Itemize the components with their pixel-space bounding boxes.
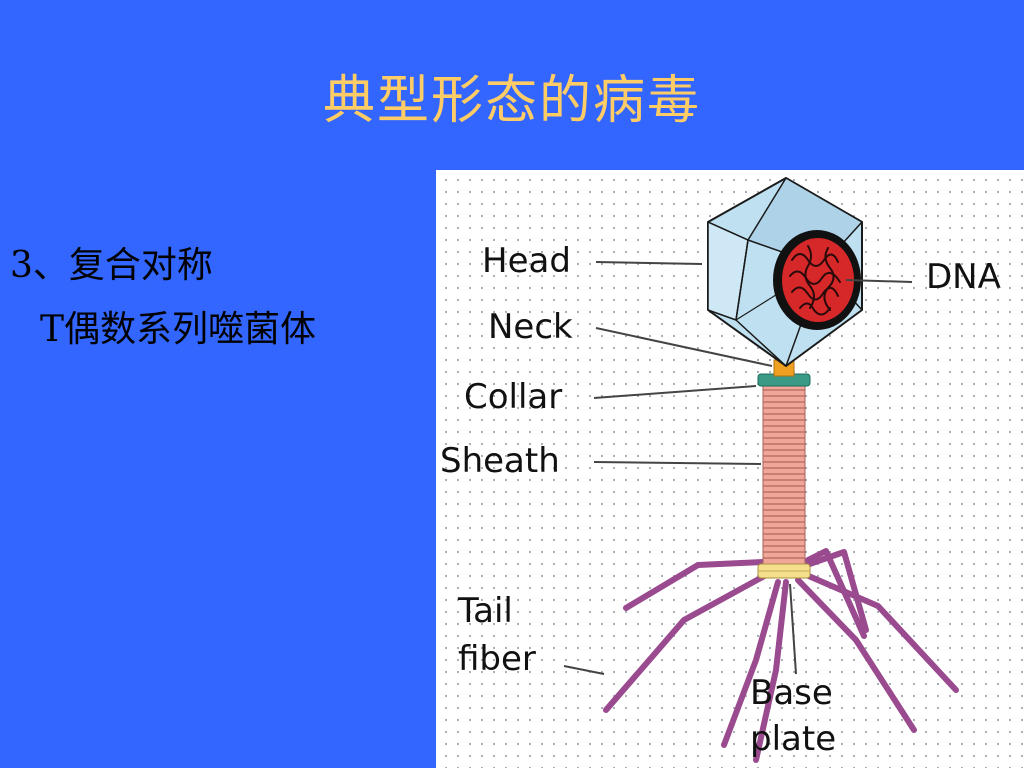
bullet-complex-symmetry: 3、复合对称 [10,245,213,286]
label-tail: Tail [457,591,513,631]
tail-fiber-8 [805,548,867,639]
bullet-t-even-phage: T偶数系列噬菌体 [40,309,317,350]
dna-coils [789,245,841,316]
leader-head [595,261,703,265]
label-dna: DNA [926,257,1001,297]
phage-diagram-svg: Head DNA Neck Collar Sheath Tail fiber B… [440,177,1001,763]
leader-collar [593,385,757,399]
leader-lines [563,261,913,675]
label-neck: Neck [488,307,573,347]
tail-fibers [603,548,959,763]
sheath-rings [763,389,805,559]
tail-fiber-6 [801,571,959,693]
label-fiber: fiber [458,639,536,679]
phage-diagram: Head DNA Neck Collar Sheath Tail fiber B… [436,170,1024,768]
leader-base-plate [789,583,797,675]
label-base: Base [750,673,833,713]
sheath [762,381,806,565]
label-sheath: Sheath [440,441,560,481]
leader-sheath [593,461,762,465]
tail-fiber-3 [721,579,781,748]
label-plate: plate [750,719,836,759]
tail-fiber-1 [623,559,767,611]
slide-title: 典型形态的病毒 [322,71,701,131]
tail-fiber-5 [795,577,917,733]
dna-core [782,238,854,322]
leader-dna [845,279,913,283]
tail-fiber-4 [753,579,789,763]
label-collar: Collar [464,377,562,417]
tail-fiber-2 [603,571,771,713]
leader-tail-fiber [563,665,605,675]
label-head: Head [482,241,571,281]
tail-fiber-7 [801,549,869,633]
leader-neck [595,327,773,367]
